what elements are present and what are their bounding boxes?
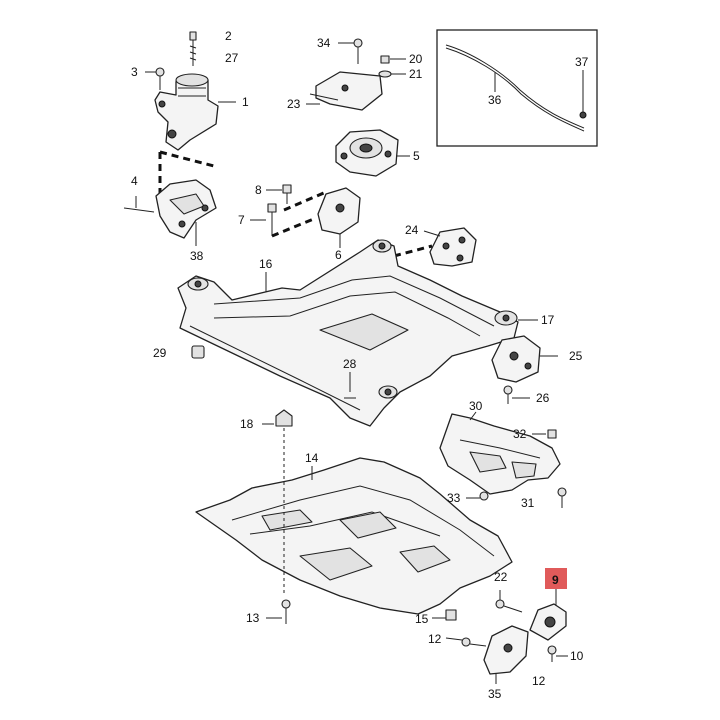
label-9[interactable]: 9	[552, 573, 559, 587]
label-13[interactable]: 13	[246, 611, 260, 625]
label-2[interactable]: 2	[225, 29, 232, 43]
label-7[interactable]: 7	[238, 213, 245, 227]
part-5-mount	[335, 129, 399, 177]
label-3[interactable]: 3	[131, 65, 138, 79]
part-29-bushing	[191, 345, 205, 359]
part-26-bolt	[503, 385, 530, 404]
part-18-bushing	[262, 409, 293, 427]
part-10-bolt	[547, 645, 568, 662]
label-36[interactable]: 36	[488, 93, 502, 107]
labels: 1 2 3 4 5 6 7 8 9 10 12 12 13 14 15 16 1…	[131, 29, 589, 701]
label-6[interactable]: 6	[335, 248, 342, 262]
part-20-nut	[380, 55, 390, 64]
label-27[interactable]: 27	[225, 51, 239, 65]
part-8-bolt	[266, 184, 292, 204]
part-6-bracket	[317, 187, 361, 235]
label-4[interactable]: 4	[131, 174, 138, 188]
part-2-bolt	[189, 31, 197, 66]
part-12a-bolt	[445, 637, 487, 647]
dashed-link-7-6	[283, 190, 327, 212]
part-21-washer	[378, 70, 392, 78]
dashed-link-24	[393, 244, 433, 258]
label-30[interactable]: 30	[469, 399, 483, 413]
label-34[interactable]: 34	[317, 36, 331, 50]
label-33[interactable]: 33	[447, 491, 461, 505]
leader-24	[423, 230, 441, 237]
label-29[interactable]: 29	[153, 346, 167, 360]
label-14[interactable]: 14	[305, 451, 319, 465]
part-24-bracket	[429, 227, 477, 267]
part-16-subframe	[177, 239, 519, 427]
label-24[interactable]: 24	[405, 223, 419, 237]
label-20[interactable]: 20	[409, 52, 423, 66]
part-30-side-shield	[439, 413, 561, 495]
label-1[interactable]: 1	[242, 95, 249, 109]
label-5[interactable]: 5	[413, 149, 420, 163]
part-36-cable-inner	[445, 47, 585, 132]
part-33-bolt	[466, 491, 489, 501]
part-38-bracket	[155, 179, 217, 239]
inset-frame	[436, 29, 598, 147]
label-10[interactable]: 10	[570, 649, 584, 663]
part-37-clip	[579, 111, 587, 119]
label-37[interactable]: 37	[575, 55, 589, 69]
part-23-bracket	[309, 71, 383, 111]
label-28[interactable]: 28	[343, 357, 357, 371]
part-35-bracket	[483, 625, 529, 675]
part-32-nut	[532, 429, 557, 439]
label-23[interactable]: 23	[287, 97, 301, 111]
label-26[interactable]: 26	[536, 391, 550, 405]
label-22[interactable]: 22	[494, 570, 508, 584]
part-31-bolt	[557, 487, 567, 508]
part-22-bolt	[495, 590, 523, 613]
dashed-link-1-38	[159, 150, 215, 168]
label-16[interactable]: 16	[259, 257, 273, 271]
label-25[interactable]: 25	[569, 349, 583, 363]
label-18[interactable]: 18	[240, 417, 254, 431]
label-8[interactable]: 8	[255, 183, 262, 197]
label-12b[interactable]: 12	[532, 674, 546, 688]
part-3-screw	[145, 67, 165, 90]
label-15[interactable]: 15	[415, 612, 429, 626]
label-21[interactable]: 21	[409, 67, 423, 81]
label-32[interactable]: 32	[513, 427, 527, 441]
label-31[interactable]: 31	[521, 496, 535, 510]
part-15-clip	[432, 609, 457, 621]
dashed-link-7-6b	[271, 216, 317, 238]
part-36-cable	[445, 44, 585, 129]
part-9-torque-rod	[529, 603, 567, 641]
part-13-bolt	[266, 599, 291, 624]
part-1-engine-mount	[154, 73, 219, 151]
part-25-bracket	[491, 335, 541, 383]
label-12a[interactable]: 12	[428, 632, 442, 646]
label-38[interactable]: 38	[190, 249, 204, 263]
leader-30	[469, 411, 477, 421]
label-35[interactable]: 35	[488, 687, 502, 701]
label-17[interactable]: 17	[541, 313, 555, 327]
part-7-bolt	[250, 203, 277, 236]
part-28-pin	[344, 372, 356, 399]
part-4-bolt	[123, 196, 155, 213]
part-34-bolt	[338, 38, 363, 64]
part-14-underbody-shield	[195, 457, 513, 615]
part-9-highlight	[545, 568, 567, 589]
